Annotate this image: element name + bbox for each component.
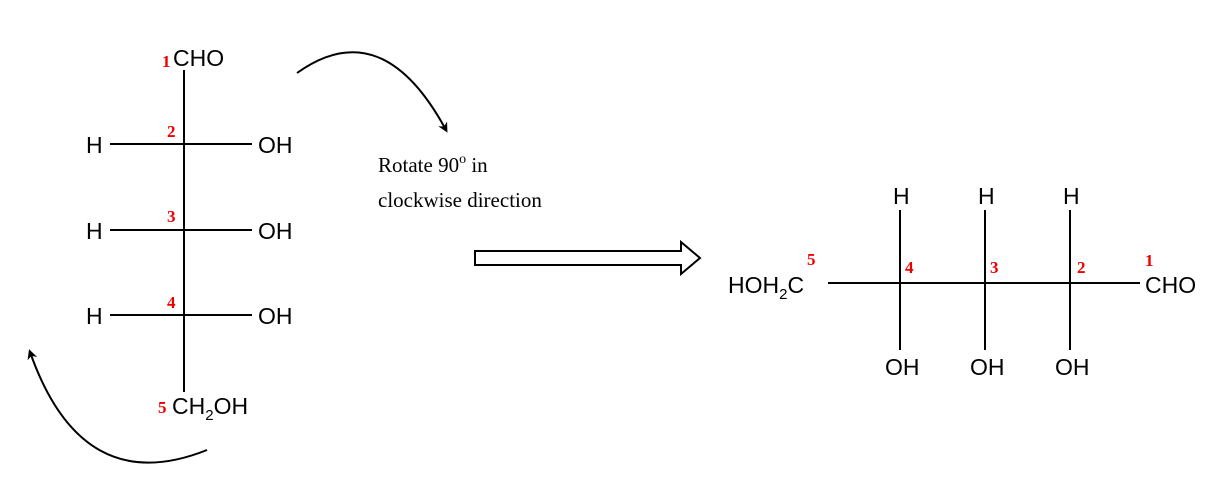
carbon-4-top-h: H [893,183,910,209]
row-4-left-h: H [86,303,103,329]
top-group-cho: CHO [173,45,224,71]
bottom-group-ch2oh: CH2OH [172,393,248,424]
rotated-carbon-number-5: 5 [807,250,816,269]
fischer-projection-rotated: 5 HOH2C 1 CHO H OH 4 H OH 3 H OH 2 [728,183,1196,380]
rotated-carbon-number-3: 3 [990,258,999,277]
row-3-right-oh: OH [258,218,293,244]
rotation-caption-line-1: Rotate 90o in [378,152,488,177]
rotated-carbon-number-2: 2 [1077,258,1086,277]
fischer-projection-vertical: 1 CHO H OH 2 H OH 3 H OH 4 5 CH2OH [86,45,293,424]
rotated-carbon-number-4: 4 [905,258,914,277]
carbon-3-bottom-oh: OH [970,354,1005,380]
carbon-4-bottom-oh: OH [885,354,920,380]
rotation-caption-line-2: clockwise direction [378,188,542,212]
carbon-3-top-h: H [978,183,995,209]
carbon-2-bottom-oh: OH [1055,354,1090,380]
row-3-left-h: H [86,218,103,244]
hollow-right-arrow-icon [474,239,702,277]
carbon-number-4: 4 [167,293,176,312]
row-2-left-h: H [86,132,103,158]
row-4-right-oh: OH [258,303,293,329]
carbon-number-1: 1 [162,52,171,71]
row-2-right-oh: OH [258,132,293,158]
carbon-number-5: 5 [158,398,167,417]
rotated-carbon-number-1: 1 [1145,251,1154,270]
carbon-number-3: 3 [167,207,176,226]
left-group-hoh2c: HOH2C [728,272,804,303]
curved-arrow-counterclockwise-icon [27,349,208,464]
right-group-cho: CHO [1145,272,1196,298]
curved-arrow-clockwise-icon [296,51,448,133]
carbon-2-top-h: H [1063,183,1080,209]
carbon-number-2: 2 [167,122,176,141]
